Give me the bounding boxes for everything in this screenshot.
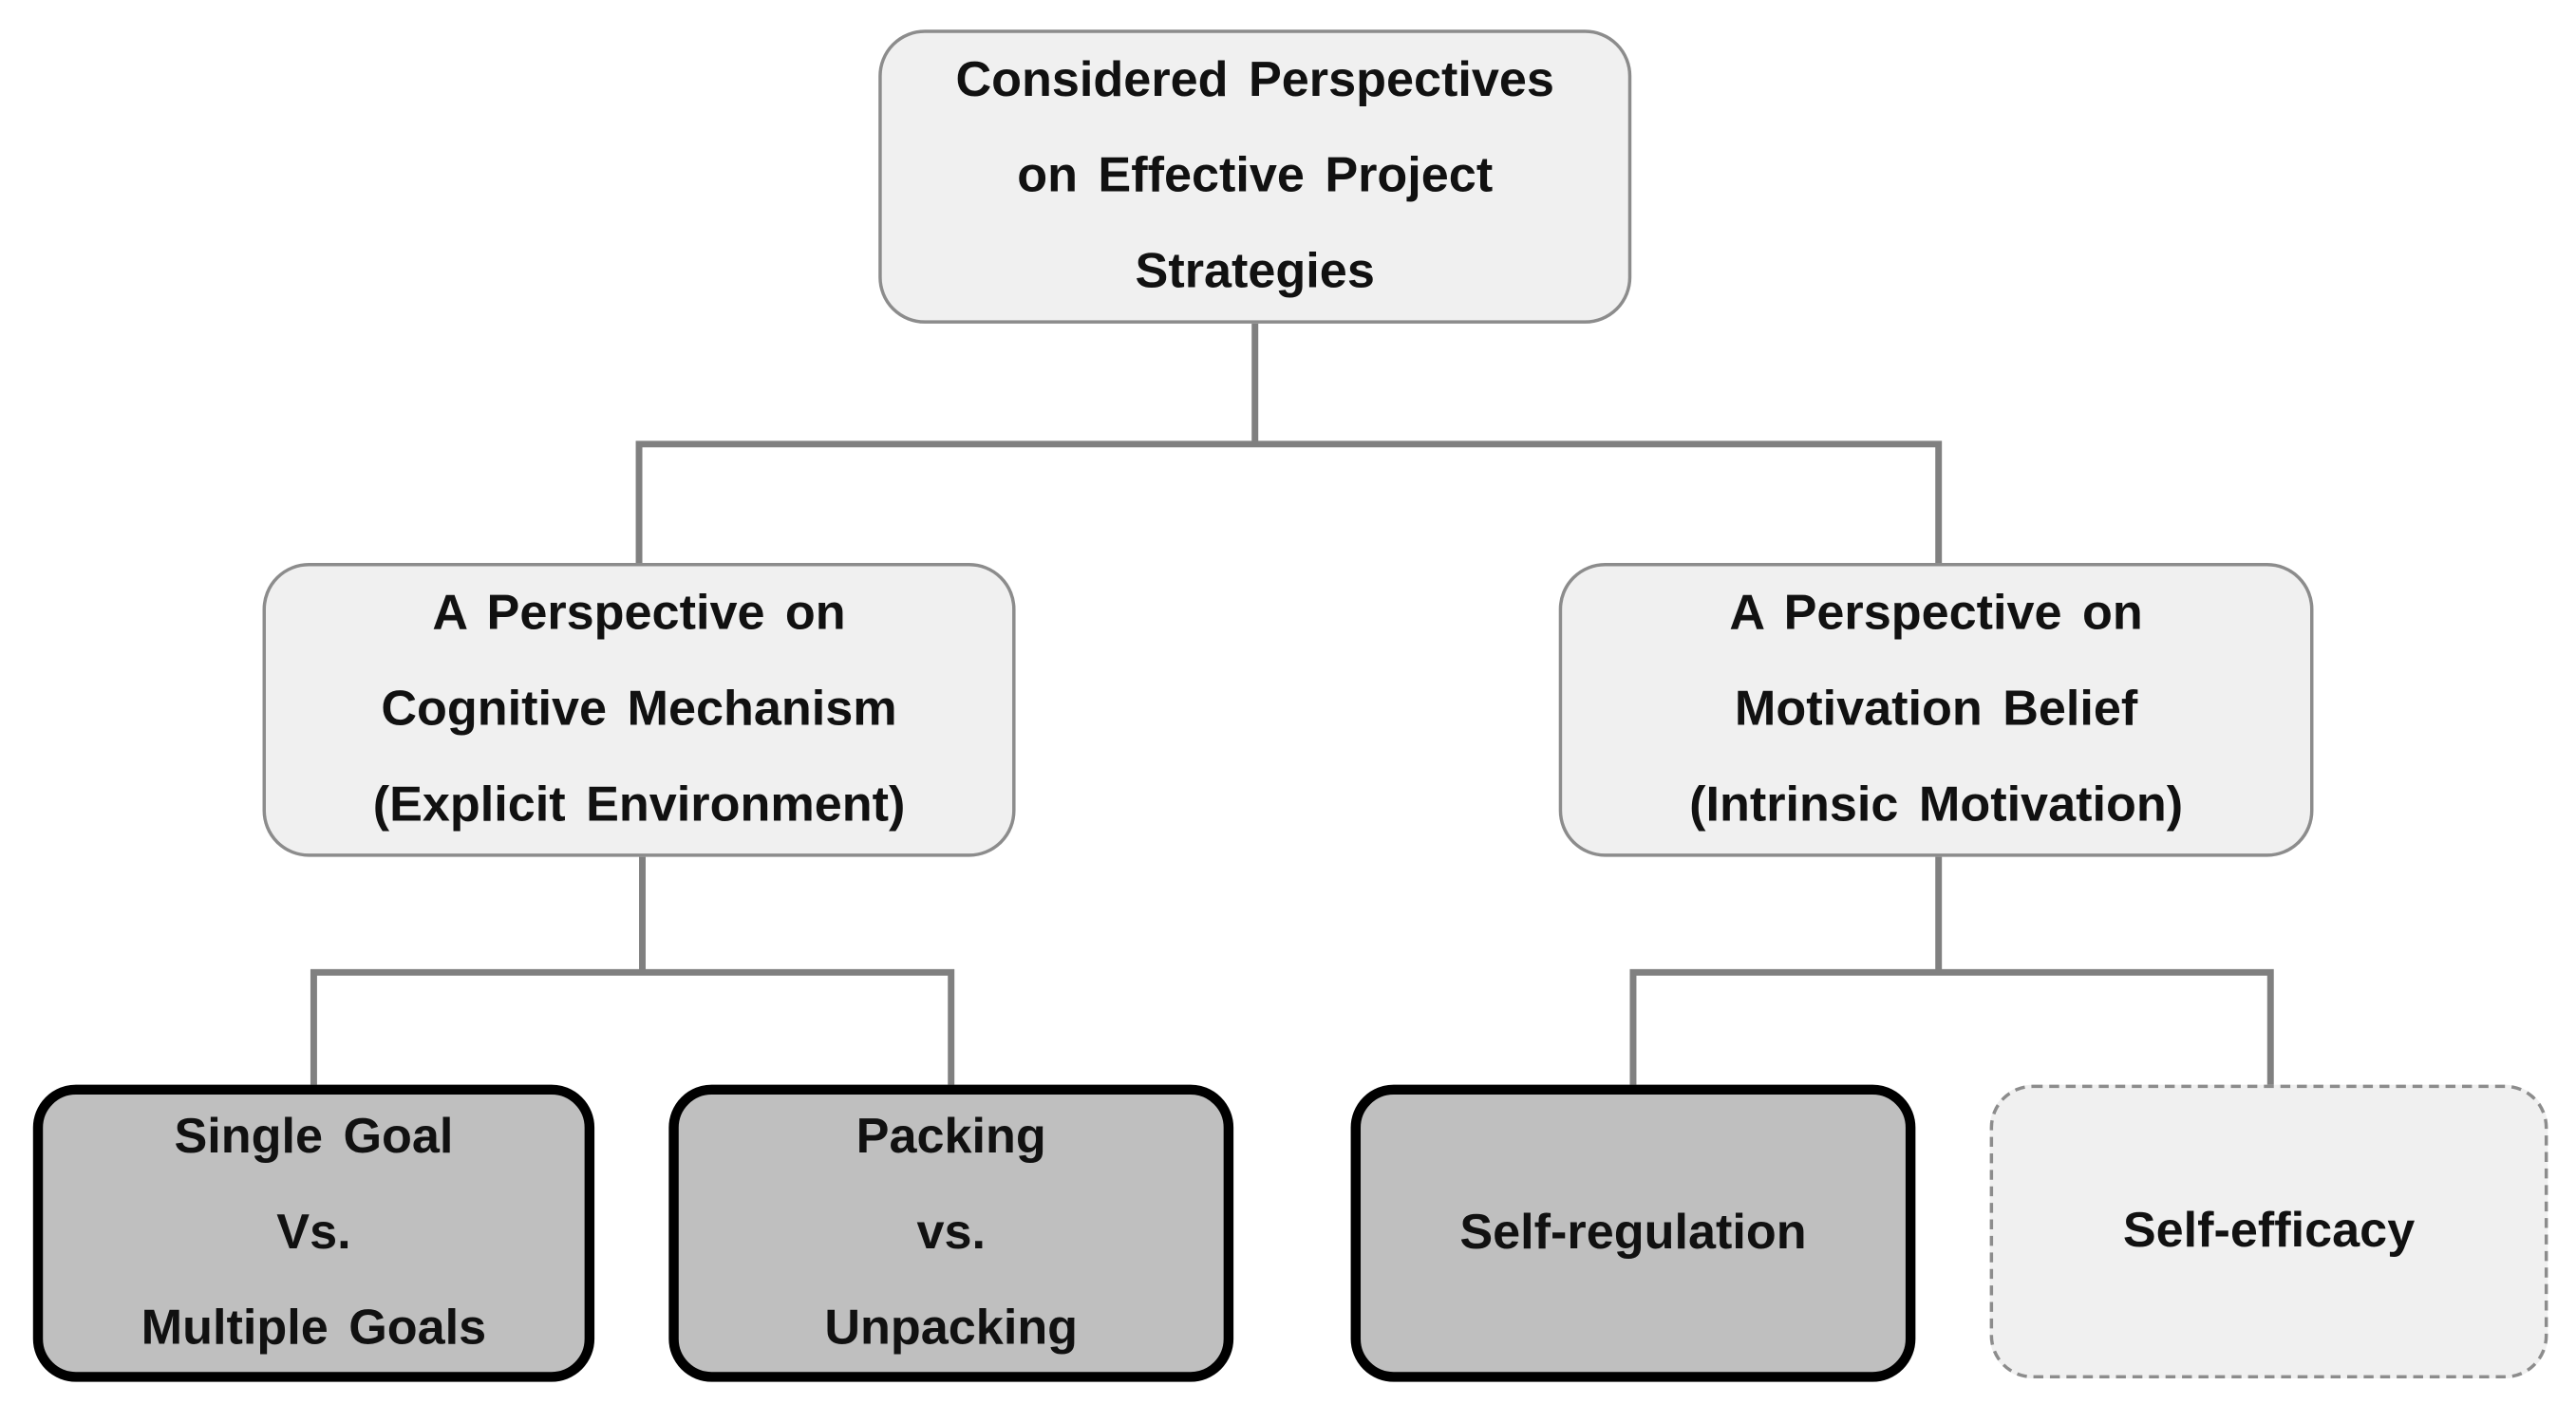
right-branch-line-3: (Intrinsic Motivation) (1689, 777, 2184, 833)
leaf-2-line-3: Unpacking (824, 1301, 1079, 1356)
single-vs-multiple-goals-node: Single Goal Vs. Multiple Goals (32, 1084, 595, 1382)
packing-vs-unpacking-node: Packing vs. Unpacking (668, 1084, 1234, 1382)
connector-left-bar (310, 968, 955, 1085)
cognitive-mechanism-node: A Perspective on Cognitive Mechanism (Ex… (262, 563, 1016, 857)
right-branch-line-1: A Perspective on (1729, 586, 2143, 641)
leaf-2-line-2: vs. (916, 1205, 986, 1260)
leaf-2-line-1: Packing (856, 1109, 1046, 1165)
left-branch-line-1: A Perspective on (432, 586, 846, 641)
self-efficacy-node: Self-efficacy (1989, 1084, 2548, 1379)
root-line-2: on Effective Project (1017, 148, 1494, 203)
leaf-1-line-1: Single Goal (174, 1109, 454, 1165)
leaf-1-line-3: Multiple Goals (141, 1301, 487, 1356)
leaf-3-line-1: Self-regulation (1459, 1205, 1807, 1260)
leaf-4-line-1: Self-efficacy (2122, 1203, 2416, 1259)
root-line-3: Strategies (1135, 244, 1375, 299)
leaf-1-line-2: Vs. (276, 1205, 351, 1260)
motivation-belief-node: A Perspective on Motivation Belief (Intr… (1558, 563, 2314, 857)
connector-right-bar (1629, 968, 2274, 1085)
connector-branch-bar (635, 440, 1943, 564)
left-branch-line-2: Cognitive Mechanism (381, 682, 897, 737)
root-node: Considered Perspectives on Effective Pro… (878, 29, 1632, 324)
root-line-1: Considered Perspectives (955, 52, 1554, 108)
left-branch-line-3: (Explicit Environment) (372, 777, 906, 833)
self-regulation-node: Self-regulation (1350, 1084, 1916, 1382)
right-branch-line-2: Motivation Belief (1734, 682, 2138, 737)
